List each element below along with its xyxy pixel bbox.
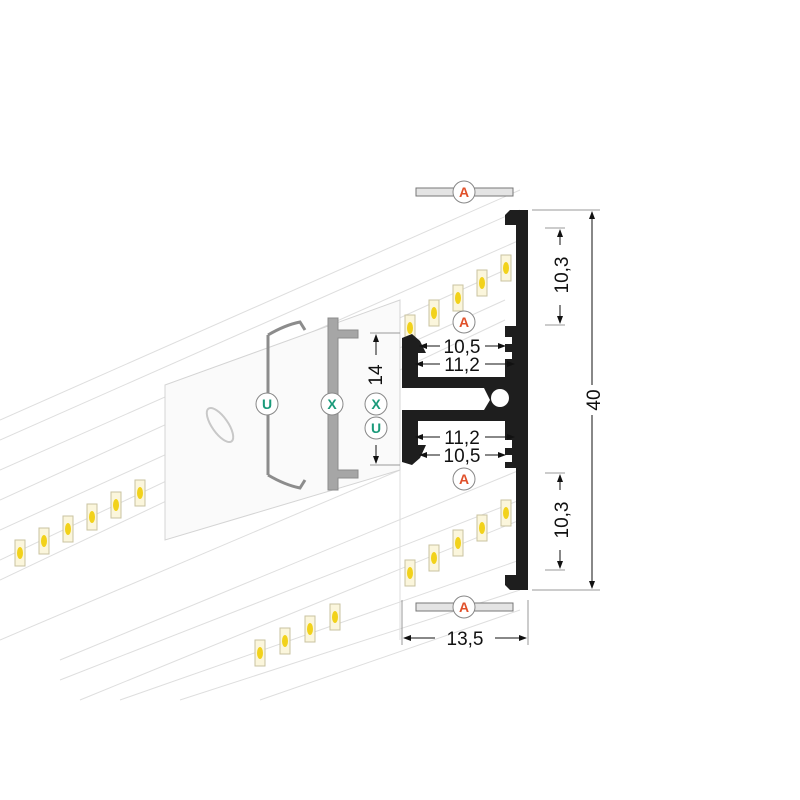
led-dot: [257, 647, 263, 659]
led-dot: [431, 552, 437, 564]
led-dot: [407, 322, 413, 334]
badge-a-upper-circle: [452, 310, 476, 334]
dim-cover-top: 10,3: [552, 257, 573, 294]
led-dot: [65, 523, 71, 535]
badge-u-dim-circle: [364, 416, 388, 440]
badge-x-clip: X: [327, 396, 337, 412]
badge-u-clip-circle: [255, 392, 279, 416]
dim-cover-bottom: 10,3: [552, 502, 573, 539]
badge-a-upper: A: [459, 314, 469, 330]
led-strip-chips: [14, 254, 512, 667]
badge-a-lower-circle: [452, 467, 476, 491]
led-dot: [503, 507, 509, 519]
aluminium-profile: [402, 210, 528, 590]
led-dot: [455, 537, 461, 549]
led-dot: [479, 522, 485, 534]
led-dot: [17, 547, 23, 559]
led-dot: [89, 511, 95, 523]
badge-x-clip-circle: [320, 392, 344, 416]
badge-u-clip: U: [262, 396, 272, 412]
dim-inner-lower-narrow: 10,5: [444, 446, 481, 467]
dim-inner-upper-wide: 11,2: [444, 355, 480, 376]
badge-a-bottom: A: [459, 599, 469, 615]
dimension-lines: [370, 209, 600, 645]
end-cap: [164, 299, 401, 541]
led-dot: [137, 487, 143, 499]
dim-inner-upper-narrow: 10,5: [444, 337, 481, 358]
led-dot: [307, 623, 313, 635]
led-dot: [455, 292, 461, 304]
led-dot: [282, 635, 288, 647]
dim-height-total: 40: [584, 389, 605, 410]
badge-x-dim: X: [371, 396, 381, 412]
led-dot: [407, 567, 413, 579]
dim-clip-height: 14: [366, 364, 387, 386]
badge-x-dim-circle: [364, 392, 388, 416]
clip-x: [327, 317, 359, 491]
led-dot: [332, 611, 338, 623]
led-dot: [431, 307, 437, 319]
badge-a-bottom-circle: [452, 595, 476, 619]
badge-a-lower: A: [459, 471, 469, 487]
led-dot: [41, 535, 47, 547]
badge-a-top-circle: [452, 180, 476, 204]
end-cap-slot: [205, 406, 235, 444]
led-dot: [113, 499, 119, 511]
dim-inner-lower-wide: 11,2: [444, 428, 480, 449]
led-dot: [479, 277, 485, 289]
badge-u-dim: U: [371, 420, 381, 436]
badge-a-top: A: [459, 184, 469, 200]
led-dot: [503, 262, 509, 274]
dim-width-total: 13,5: [447, 629, 484, 650]
